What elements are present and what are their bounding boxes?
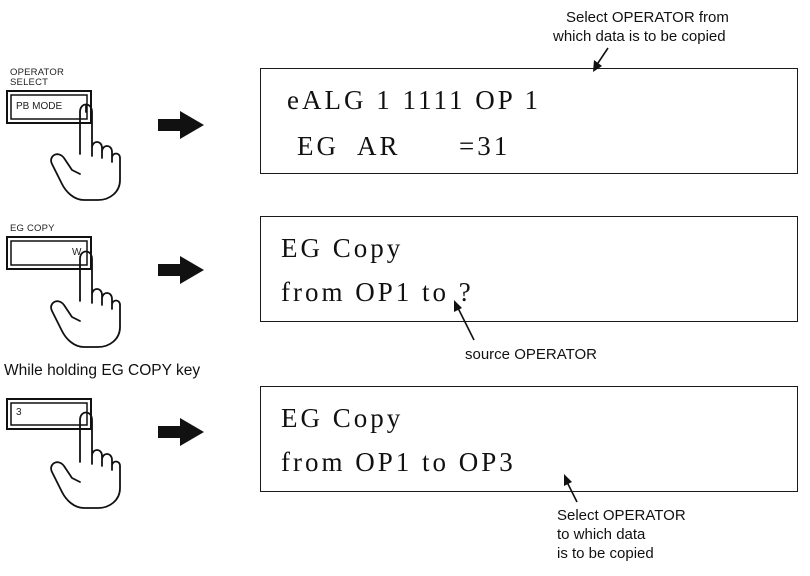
- lcd-line-1: EG Copy: [281, 233, 404, 263]
- lcd-display-2: EG Copy from OP1 to ?: [260, 216, 798, 322]
- annotation-select-destination: Select OPERATOR to which data is to be c…: [557, 506, 686, 563]
- eg-copy-key[interactable]: W: [6, 236, 92, 270]
- key-3[interactable]: 3: [6, 398, 92, 430]
- lcd-line-2: from OP1 to ?: [281, 277, 474, 307]
- annotation-line1: Select OPERATOR from: [566, 9, 729, 26]
- operator-select-label: OPERATOR SELECT: [10, 68, 64, 88]
- keycap-text: 3: [16, 407, 22, 418]
- lcd-line-2: EG AR =31: [297, 131, 511, 161]
- key-outline-icon: [6, 398, 92, 430]
- pointer-arrow-icon: [564, 474, 578, 503]
- lcd-display-1: eALG 1 1111 OP 1 EG AR =31: [260, 68, 798, 174]
- annotation-line2: which data is to be copied: [553, 28, 726, 45]
- right-arrow-icon: [158, 256, 204, 284]
- annotation-line2: to which data: [557, 526, 646, 543]
- key-label-line2: SELECT: [10, 77, 49, 88]
- right-arrow-icon: [158, 418, 204, 446]
- pointer-arrow-icon: [454, 300, 475, 341]
- pointer-arrow-icon: [593, 47, 609, 72]
- lcd-display-3: EG Copy from OP1 to OP3: [260, 386, 798, 492]
- keycap-text: W: [72, 247, 82, 258]
- key-label-line1: OPERATOR: [10, 67, 65, 78]
- lcd-line-1: EG Copy: [281, 403, 404, 433]
- annotation-line3: is to be copied: [557, 545, 654, 562]
- lcd-line-1: eALG 1 1111 OP 1: [287, 85, 541, 115]
- eg-copy-label: EG COPY: [10, 223, 55, 234]
- annotation-line1: Select OPERATOR: [557, 507, 686, 524]
- instruction-text: While holding EG COPY key: [4, 362, 201, 379]
- pressing-hand-icon: [50, 411, 121, 509]
- key-outline-icon: [6, 236, 92, 270]
- lcd-line-2: from OP1 to OP3: [281, 447, 516, 477]
- annotation-source-operator: source OPERATOR: [465, 346, 597, 363]
- right-arrow-icon: [158, 111, 204, 139]
- pressing-hand-icon: [50, 103, 121, 201]
- annotation-select-source: Select OPERATOR from which data is to be…: [553, 8, 729, 46]
- pressing-hand-icon: [50, 250, 121, 348]
- keycap-text: PB MODE: [16, 101, 63, 112]
